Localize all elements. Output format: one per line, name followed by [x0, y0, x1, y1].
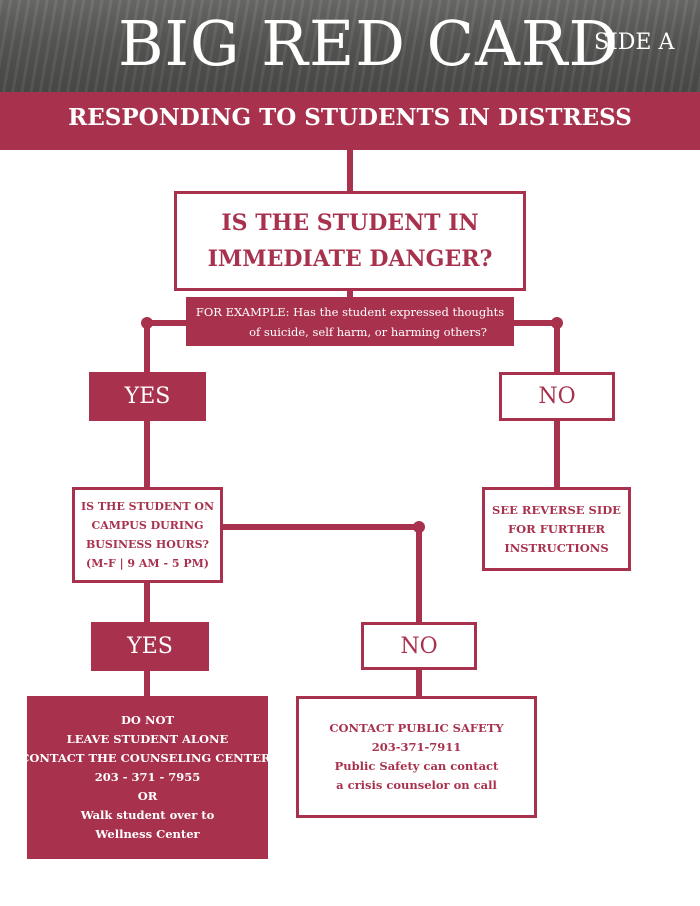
- counseling-line6: Walk student over to: [80, 808, 215, 822]
- page-title: BIG RED CARD: [118, 7, 620, 80]
- connector-campus-to-no: [222, 524, 422, 623]
- safety-line1: CONTACT PUBLIC SAFETY: [329, 721, 504, 735]
- reverse-side-box: SEE REVERSE SIDE FOR FURTHER INSTRUCTION…: [482, 487, 631, 571]
- campus-line2: CAMPUS DURING: [91, 519, 204, 532]
- campus-line1: IS THE STUDENT ON: [80, 500, 215, 513]
- question-danger-line1: IS THE STUDENT IN: [221, 210, 479, 236]
- reverse-line3: INSTRUCTIONS: [504, 540, 609, 555]
- example-line1: FOR EXAMPLE: Has the student expressed t…: [195, 304, 505, 319]
- safety-phone: 203-371-7911: [371, 740, 462, 754]
- no-danger-box: NO: [499, 372, 615, 421]
- reverse-line1: SEE REVERSE SIDE: [492, 502, 621, 517]
- counseling-phone: 203 - 371 - 7955: [94, 770, 201, 784]
- banner-title: RESPONDING TO STUDENTS IN DISTRESS: [68, 104, 632, 131]
- junction-dot-campus: [413, 521, 425, 533]
- counseling-line2: LEAVE STUDENT ALONE: [66, 732, 229, 746]
- counseling-line5: OR: [137, 789, 158, 803]
- reverse-line2: FOR FURTHER: [507, 521, 606, 536]
- side-label: SIDE A: [594, 30, 675, 55]
- counseling-line7: Wellness Center: [95, 827, 200, 841]
- question-campus-hours: IS THE STUDENT ON CAMPUS DURING BUSINESS…: [72, 487, 223, 583]
- no-campus-box: NO: [361, 622, 477, 670]
- example-line2: of suicide, self harm, or harming others…: [249, 324, 487, 339]
- counseling-line1: DO NOT: [120, 713, 175, 727]
- yes-danger-box: YES: [89, 372, 206, 421]
- public-safety-box: CONTACT PUBLIC SAFETY 203-371-7911 Publi…: [296, 696, 537, 818]
- connector-right-branch: [514, 320, 560, 373]
- safety-line4: a crisis counselor on call: [336, 778, 497, 792]
- junction-dot-right: [551, 317, 563, 329]
- safety-line3: Public Safety can contact: [334, 759, 499, 773]
- connector-left-branch: [144, 320, 186, 372]
- example-box: FOR EXAMPLE: Has the student expressed t…: [186, 297, 514, 346]
- yes-campus-box: YES: [91, 622, 209, 671]
- header-photo-background: [0, 0, 700, 92]
- campus-line4: (M-F | 9 AM - 5 PM): [86, 557, 209, 570]
- campus-line3: BUSINESS HOURS?: [86, 538, 209, 551]
- banner: [0, 92, 700, 150]
- question-immediate-danger: IS THE STUDENT IN IMMEDIATE DANGER?: [174, 191, 526, 291]
- counseling-center-box: DO NOT LEAVE STUDENT ALONE CONTACT THE C…: [20, 696, 275, 859]
- question-danger-line2: IMMEDIATE DANGER?: [207, 246, 493, 272]
- counseling-line3: CONTACT THE COUNSELING CENTER:: [20, 751, 275, 765]
- junction-dot-left: [141, 317, 153, 329]
